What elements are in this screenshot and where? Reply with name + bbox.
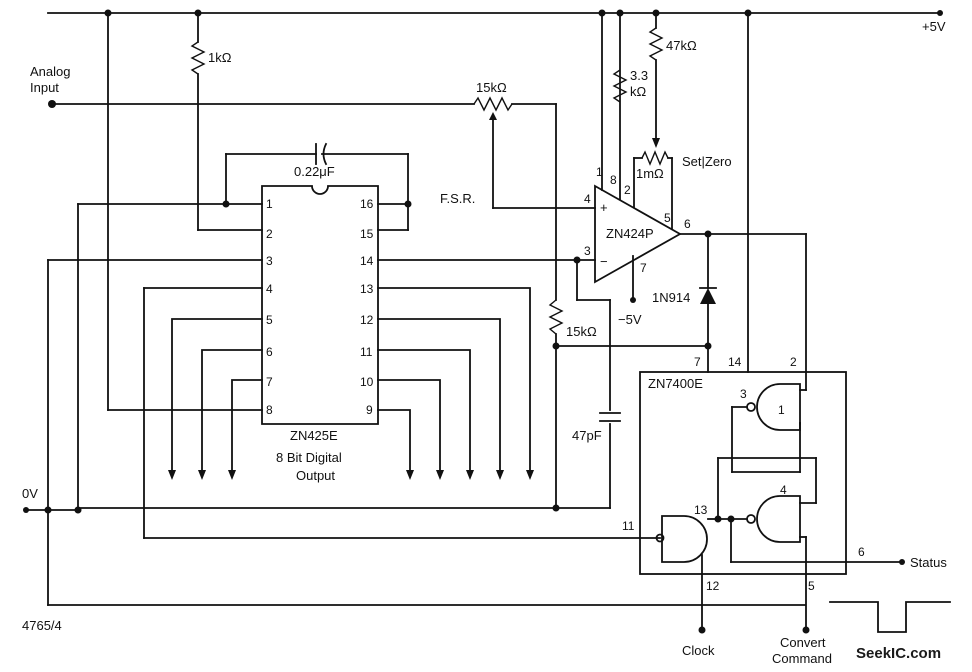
convert-label: Convert — [780, 635, 826, 650]
dac-pin14-wire — [377, 256, 621, 509]
dac-label: ZN425E — [290, 428, 338, 443]
dac-pin-12: 12 — [360, 313, 374, 327]
dac-pin-4: 4 — [266, 282, 273, 296]
dac-pin-7: 7 — [266, 375, 273, 389]
r1k-label: 1kΩ — [208, 50, 232, 65]
watermark: SeekIC.com — [856, 645, 941, 662]
resistor-3k3 — [612, 69, 628, 103]
r1m-label: 1mΩ — [636, 166, 664, 181]
vcc-to-pin8 — [107, 12, 263, 411]
capacitor-022uf — [222, 142, 412, 231]
opamp-minus: − — [600, 254, 608, 269]
pot-1m — [633, 150, 673, 166]
fsr-label: F.S.R. — [440, 191, 475, 206]
opamp-plus: + — [600, 200, 608, 215]
r33k-label: kΩ — [630, 84, 647, 99]
dac-outputs-right — [377, 287, 534, 480]
nand-gate-1 — [731, 383, 807, 473]
dac-pin-9: 9 — [366, 403, 373, 417]
dac-pin-6: 6 — [266, 345, 273, 359]
dac-outputs-left — [168, 318, 263, 480]
dac-pin1-wire — [77, 203, 263, 511]
dac-pin-3: 3 — [266, 254, 273, 268]
input-label: Input — [30, 80, 59, 95]
plus5v-label: +5V — [922, 19, 946, 34]
dac-pin-15: 15 — [360, 227, 374, 241]
gate-pin-4: 4 — [780, 483, 787, 497]
nand-gate-2 — [714, 457, 905, 634]
r15k-bot-label: 15kΩ — [566, 324, 597, 339]
setzero-label: Set|Zero — [682, 154, 732, 169]
gate-pin-5: 5 — [808, 579, 815, 593]
plus5v-rail — [47, 9, 943, 17]
gate-pin-2: 2 — [790, 355, 797, 369]
analog-input-wire — [48, 96, 564, 509]
figure-number: 4765/4 — [22, 618, 62, 633]
output-label-2: Output — [296, 468, 335, 483]
dac-pin-13: 13 — [360, 282, 374, 296]
analog-label: Analog — [30, 64, 70, 79]
diode-label: 1N914 — [652, 290, 690, 305]
dac-pin3-wire — [47, 259, 806, 606]
opamp-pin-7: 7 — [640, 261, 647, 275]
cap47p-label: 47pF — [572, 428, 602, 443]
command-label: Command — [772, 651, 832, 666]
dac-pin-1: 1 — [266, 197, 273, 211]
ground-rail — [23, 504, 611, 514]
gate-pin-14: 14 — [728, 355, 742, 369]
gate-pin-12: 12 — [706, 579, 720, 593]
opamp-pin-1: 1 — [596, 165, 603, 179]
opamp-label: ZN424P — [606, 226, 654, 241]
dac-pin-10: 10 — [360, 375, 374, 389]
r33-label: 3.3 — [630, 68, 648, 83]
opamp-pin-5: 5 — [664, 211, 671, 225]
gate-pin-7: 7 — [694, 355, 701, 369]
cap022-label: 0.22μF — [294, 164, 335, 179]
status-label: Status — [910, 555, 947, 570]
nand-gate-3 — [655, 515, 719, 634]
dac-ic — [261, 185, 379, 425]
dac-pin-16: 16 — [360, 197, 374, 211]
opamp — [594, 12, 807, 303]
gate-pin-13: 13 — [694, 503, 708, 517]
opamp-pin-3: 3 — [584, 244, 591, 258]
r15k-top-label: 15kΩ — [476, 80, 507, 95]
diode — [555, 233, 717, 373]
resistor-47k — [648, 12, 664, 148]
dac-pin4-wire — [143, 287, 661, 539]
gate-package — [639, 12, 847, 575]
zerov-label: 0V — [22, 486, 38, 501]
r47k-label: 47kΩ — [666, 38, 697, 53]
dac-right-pins: 16 15 14 13 12 11 10 9 — [360, 197, 374, 417]
gate-pin-6: 6 — [858, 545, 865, 559]
opamp-pin-6: 6 — [684, 217, 691, 231]
opamp-pin-8: 8 — [610, 173, 617, 187]
dac-pin-2: 2 — [266, 227, 273, 241]
dac-pin-14: 14 — [360, 254, 374, 268]
gate-pin-11: 11 — [622, 519, 635, 533]
gate-pin-1: 1 — [778, 403, 785, 417]
dac-pin-11: 11 — [360, 345, 373, 359]
resistor-1k — [190, 12, 263, 231]
opamp-pin-4: 4 — [584, 192, 591, 206]
dac-left-pins: 1 2 3 4 5 6 7 8 — [266, 197, 273, 417]
convert-pulse-waveform — [829, 601, 951, 633]
gate-label: ZN7400E — [648, 376, 703, 391]
gate-pin-3: 3 — [740, 387, 747, 401]
vminus-label: −5V — [618, 312, 642, 327]
output-label-1: 8 Bit Digital — [276, 450, 342, 465]
dac-pin-5: 5 — [266, 313, 273, 327]
fsr-wiper — [489, 112, 596, 209]
dac-pin-8: 8 — [266, 403, 273, 417]
clock-label: Clock — [682, 643, 715, 658]
opamp-pin-2: 2 — [624, 183, 631, 197]
